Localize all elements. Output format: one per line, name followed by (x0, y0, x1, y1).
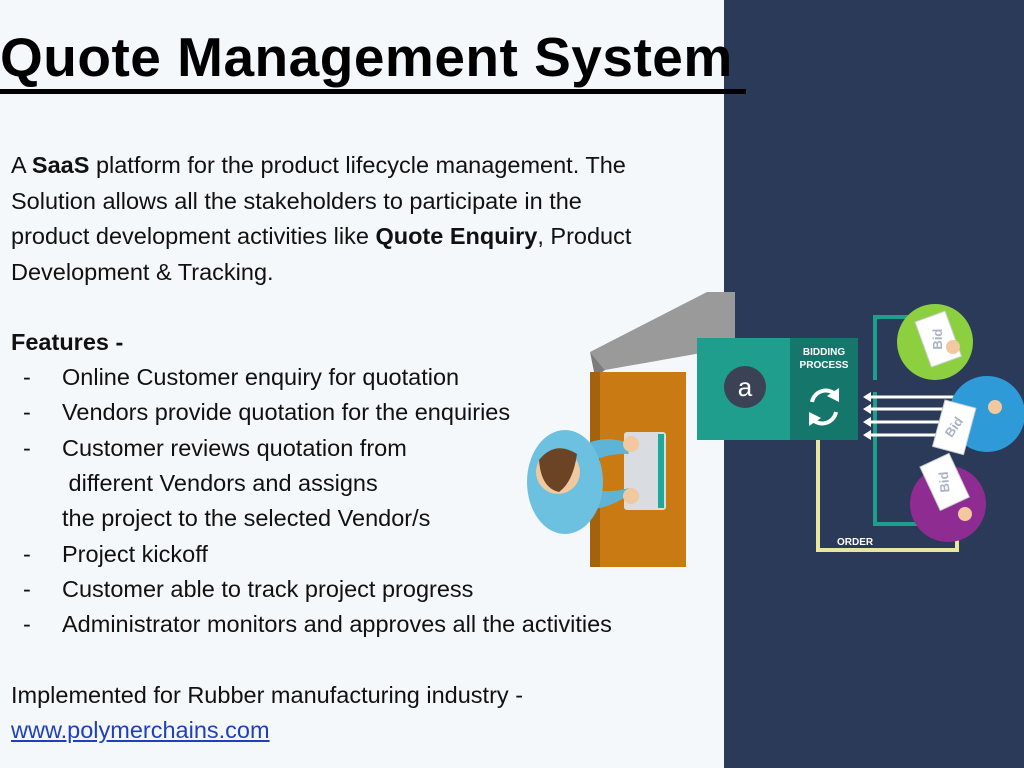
bidding-process-illustration: a BIDDING PROCESS ORDER Bid Bid Bid (527, 292, 1024, 567)
person-hair-shape (539, 448, 577, 492)
feature-text: Online Customer enquiry for quotation (62, 364, 460, 390)
website-link[interactable]: www.polymerchains.com (11, 717, 270, 743)
order-line-shape (816, 440, 959, 552)
features-heading: Features - (11, 329, 124, 355)
refresh-icon (809, 388, 839, 426)
list-dash: - (23, 399, 31, 426)
bid-label: Bid (930, 329, 945, 350)
bidder-hand-shape (958, 507, 972, 521)
feature-text: Customer reviews quotation from (62, 434, 407, 461)
feature-text: Customer able to track project progress (62, 575, 474, 602)
bid-paper: Bid (931, 399, 977, 456)
title-underline (0, 89, 746, 94)
intro-line-1: A SaaS platform for the product lifecycl… (11, 152, 626, 178)
saas-emphasis: SaaS (31, 152, 90, 178)
implemented-note: Implemented for Rubber manufacturing ind… (11, 682, 524, 708)
bid-paper: Bid (919, 452, 970, 512)
route-line-shape (873, 315, 915, 380)
list-dash: - (23, 575, 31, 602)
intro-line-3: product development activities like Quot… (11, 223, 632, 249)
laptop-screen-shape (658, 434, 664, 508)
feature-text-continued: the project to the selected Vendor/s (62, 505, 431, 532)
feature-text-continued: different Vendors and assigns (62, 469, 378, 496)
list-dash: - (23, 540, 31, 567)
intro-line-2: Solution allows all the stakeholders to … (11, 187, 582, 214)
projection-beam-shadow (590, 352, 605, 377)
feature-text: Administrator monitors and approves all … (62, 611, 612, 638)
person-hand-shape (623, 488, 639, 504)
bidder-hand-shape (946, 340, 960, 354)
intro-paragraph: A SaaS platform for the product lifecycl… (11, 148, 631, 290)
feature-text: Vendors provide quotation for the enquir… (62, 399, 511, 426)
bidding-label: BIDDING (803, 347, 845, 358)
person-hand-shape (623, 436, 639, 452)
quote-enquiry-emphasis: Quote Enquiry (375, 223, 538, 249)
bid-label: Bid (936, 471, 953, 493)
feature-text: Project kickoff (62, 540, 208, 567)
arrowheads (863, 392, 871, 440)
order-label: ORDER (837, 537, 874, 548)
logo-letter: a (738, 372, 753, 402)
bidder-hand-shape (988, 400, 1002, 414)
intro-line-4: Development & Tracking. (11, 258, 274, 285)
process-label: PROCESS (800, 360, 849, 371)
list-dash: - (23, 434, 31, 461)
list-dash: - (23, 364, 31, 390)
slide-title: Quote Management System (0, 26, 733, 88)
list-dash: - (23, 611, 31, 638)
logo-circle-shape (724, 366, 766, 408)
